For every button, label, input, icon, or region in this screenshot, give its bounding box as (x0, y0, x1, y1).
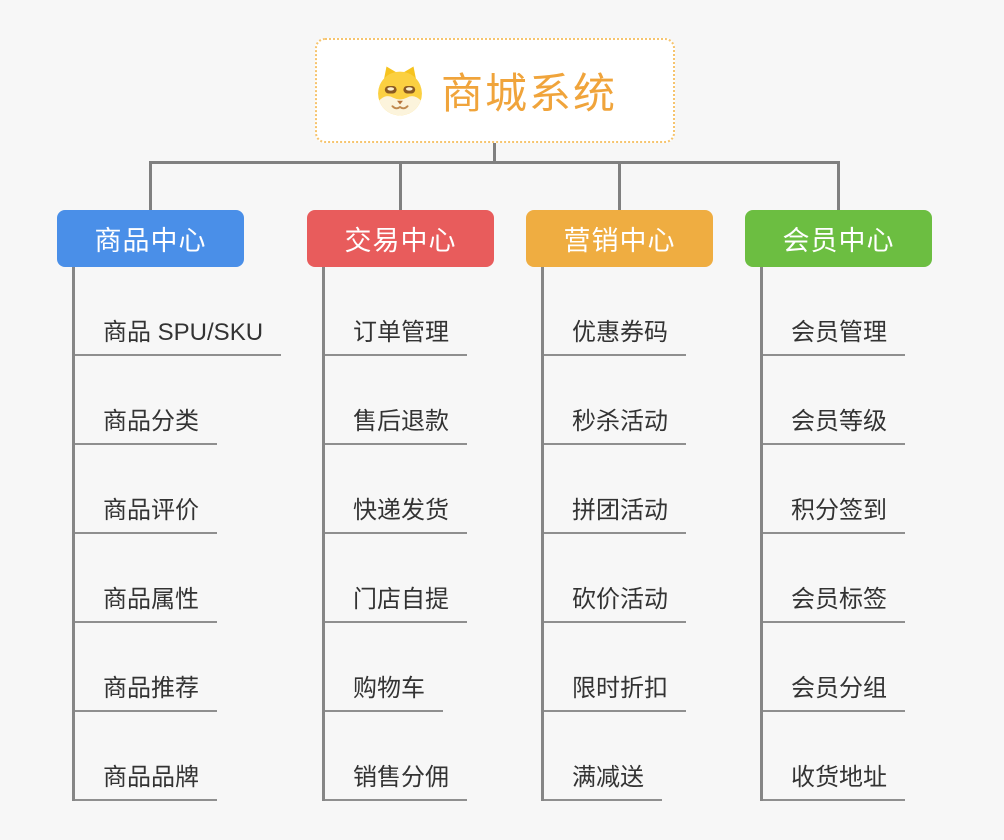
branch-column-member: 会员管理 会员等级 积分签到 会员标签 会员分组 收货地址 (760, 267, 905, 801)
dog-face-icon (378, 66, 422, 115)
leaf-node[interactable]: 商品评价 (75, 445, 217, 534)
leaf-node[interactable]: 快递发货 (325, 445, 467, 534)
leaf-node[interactable]: 订单管理 (325, 267, 467, 356)
leaf-node[interactable]: 售后退款 (325, 356, 467, 445)
branch-column-product: 商品 SPU/SKU 商品分类 商品评价 商品属性 商品推荐 商品品牌 (72, 267, 282, 801)
leaf-node[interactable]: 秒杀活动 (544, 356, 686, 445)
connector-drop-marketing (618, 161, 621, 210)
leaf-node[interactable]: 积分签到 (763, 445, 905, 534)
leaf-node[interactable]: 会员分组 (763, 623, 905, 712)
leaf-node[interactable]: 商品分类 (75, 356, 217, 445)
branch-column-marketing: 优惠券码 秒杀活动 拼团活动 砍价活动 限时折扣 满减送 (541, 267, 686, 801)
leaf-node[interactable]: 收货地址 (763, 712, 905, 801)
leaf-node[interactable]: 门店自提 (325, 534, 467, 623)
connector-drop-product (149, 161, 152, 210)
root-title: 商城系统 (440, 70, 617, 117)
leaf-node[interactable]: 销售分佣 (325, 712, 467, 801)
leaf-node[interactable]: 砍价活动 (544, 534, 686, 623)
leaf-node[interactable]: 优惠券码 (544, 267, 686, 356)
leaf-node[interactable]: 商品品牌 (75, 712, 217, 801)
connector-drop-trade (399, 161, 402, 210)
leaf-node[interactable]: 会员等级 (763, 356, 905, 445)
branch-node-trade-center[interactable]: 交易中心 (307, 210, 494, 267)
leaf-node[interactable]: 商品 SPU/SKU (75, 267, 282, 356)
branch-node-marketing-center[interactable]: 营销中心 (526, 210, 713, 267)
leaf-node[interactable]: 商品推荐 (75, 623, 217, 712)
leaf-node[interactable]: 购物车 (325, 623, 443, 712)
branch-node-member-center[interactable]: 会员中心 (745, 210, 932, 267)
leaf-node[interactable]: 商品属性 (75, 534, 217, 623)
connector-horizontal-bar (149, 161, 840, 164)
branch-node-product-center[interactable]: 商品中心 (57, 210, 244, 267)
leaf-node[interactable]: 限时折扣 (544, 623, 686, 712)
branch-column-trade: 订单管理 售后退款 快递发货 门店自提 购物车 销售分佣 (322, 267, 467, 801)
connector-drop-member (837, 161, 840, 210)
leaf-node[interactable]: 会员标签 (763, 534, 905, 623)
leaf-node[interactable]: 会员管理 (763, 267, 905, 356)
leaf-node[interactable]: 满减送 (544, 712, 662, 801)
leaf-node[interactable]: 拼团活动 (544, 445, 686, 534)
connector-root-stem (493, 143, 496, 163)
root-node[interactable]: 商城系统 (315, 38, 675, 143)
